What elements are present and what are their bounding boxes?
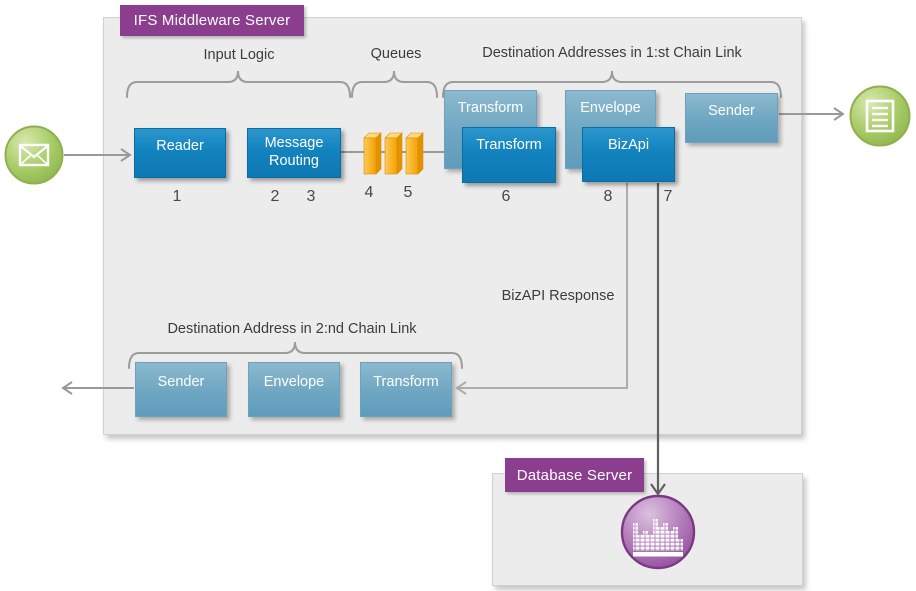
arrow-sender-to-document [779, 107, 845, 121]
database-equalizer-icon [620, 494, 696, 570]
group-label-chain1: Destination Addresses in 1:st Chain Link [482, 45, 742, 61]
step-number-1: 1 [172, 188, 182, 205]
node-sender-chain1-label: Sender [708, 103, 755, 119]
group-label-queues: Queues [370, 46, 422, 62]
node-reader: Reader [134, 128, 226, 178]
node-bizapi: BizApi [582, 127, 675, 182]
node-sender-chain2-label: Sender [157, 374, 205, 390]
queue-stack-icon [363, 132, 424, 175]
document-icon [848, 84, 912, 148]
node-transform-back-label: Transform [457, 100, 524, 116]
brace-input-logic [126, 70, 351, 98]
node-sender-chain1: Sender [685, 93, 778, 143]
database-server-title-text: Database Server [516, 466, 633, 484]
node-sender-chain2: Sender [135, 362, 227, 417]
node-message-routing: Message Routing [247, 128, 341, 178]
bizapi-response-label: BizAPI Response [501, 288, 615, 304]
node-reader-label: Reader [156, 138, 204, 154]
brace-queues [351, 70, 438, 98]
node-transform-chain2: Transform [360, 362, 452, 417]
middleware-server-title: IFS Middleware Server [120, 5, 304, 36]
step-number-5: 5 [403, 184, 413, 201]
mail-icon [4, 125, 65, 186]
node-transform-front-label: Transform [476, 137, 542, 153]
step-number-6: 6 [501, 188, 511, 205]
brace-chain1 [442, 70, 782, 98]
node-message-routing-label: Message Routing [264, 135, 324, 170]
step-number-7: 7 [663, 188, 673, 205]
node-envelope-chain2: Envelope [248, 362, 340, 417]
node-envelope-chain1-label: Envelope [580, 100, 641, 116]
arrow-bizapi-to-database [650, 183, 666, 496]
node-transform-chain2-label: Transform [373, 374, 439, 390]
arrow-mail-to-reader [64, 148, 132, 162]
node-bizapi-label: BizApi [607, 137, 650, 153]
group-label-input-logic: Input Logic [203, 47, 275, 63]
middleware-server-title-text: IFS Middleware Server [133, 12, 291, 29]
node-transform-front: Transform [462, 127, 556, 183]
arrow-bizapi-response [455, 183, 628, 395]
brace-chain2 [128, 341, 463, 369]
arrow-sender2-out-left [61, 381, 134, 395]
step-number-8: 8 [603, 188, 613, 205]
node-envelope-chain2-label: Envelope [263, 374, 325, 390]
database-server-title: Database Server [505, 458, 644, 492]
step-number-2: 2 [270, 188, 280, 205]
group-label-chain2: Destination Address in 2:nd Chain Link [167, 321, 417, 337]
step-number-3: 3 [306, 188, 316, 205]
step-number-4: 4 [364, 184, 374, 201]
